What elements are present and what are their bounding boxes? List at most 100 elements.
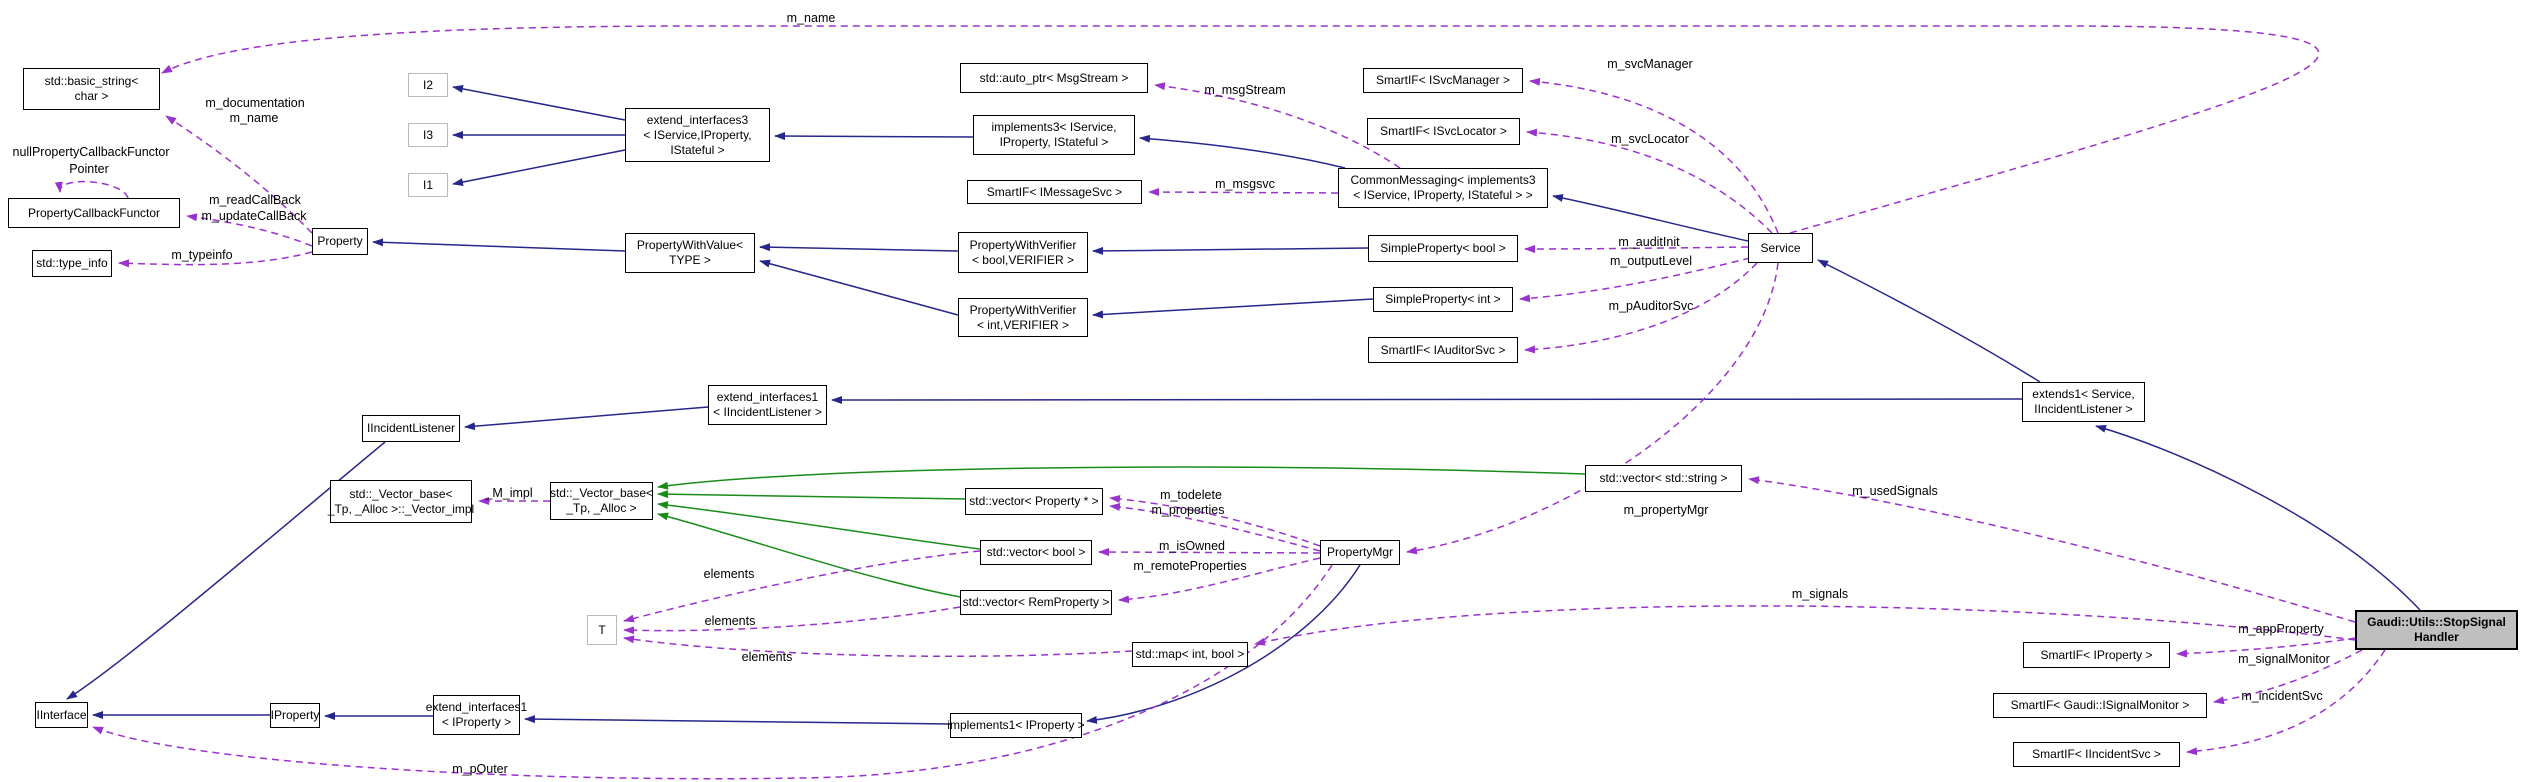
node-property-mgr[interactable]: PropertyMgr — [1320, 540, 1400, 565]
node-std-vector-bool[interactable]: std::vector< bool > — [980, 540, 1092, 565]
edge-label-m-msgstream: m_msgStream — [1204, 83, 1286, 97]
edge-label-m-name-top: m_name — [786, 11, 836, 25]
node-std-map-int-bool[interactable]: std::map< int, bool > — [1132, 642, 1248, 667]
edge-spi-to-pwvi — [1092, 298, 1374, 319]
node-std-vector-base[interactable]: std::_Vector_base<_Tp, _Alloc > — [550, 482, 653, 520]
node-label: std::vector< RemProperty > — [962, 595, 1110, 609]
node-smartif-iproperty[interactable]: SmartIF< IProperty > — [2023, 642, 2170, 668]
node-label: std::_Vector_base< — [349, 486, 453, 501]
node-label: < IIncidentListener > — [713, 405, 822, 419]
node-label: _Tp, _Alloc > — [566, 501, 637, 515]
edge-label-m-propertymgr: m_propertyMgr — [1623, 503, 1709, 517]
node-common-messaging[interactable]: CommonMessaging< implements3< IService, … — [1338, 168, 1548, 208]
node-smartif-iauditorsvc[interactable]: SmartIF< IAuditorSvc > — [1368, 337, 1518, 363]
node-label: TYPE > — [669, 253, 711, 267]
edge-property-to-string — [165, 115, 313, 234]
node-std-vector-remproperty[interactable]: std::vector< RemProperty > — [960, 590, 1112, 615]
edge-service-to-spbool — [1524, 244, 1749, 253]
node-std-type-info[interactable]: std::type_info — [32, 250, 112, 277]
node-label: SmartIF< IMessageSvc > — [986, 184, 1123, 199]
node-std-auto-ptr-msgstream[interactable]: std::auto_ptr< MsgStream > — [960, 63, 1148, 93]
node-simple-property-bool[interactable]: SimpleProperty< bool > — [1368, 235, 1518, 262]
edge-label-m-auditinit: m_auditInit — [1618, 235, 1680, 249]
edge-pmgr-to-iinterface-pouter — [92, 564, 1333, 780]
node-label: std::_Vector_base< — [549, 486, 654, 500]
node-label: extend_interfaces1 — [425, 700, 528, 714]
edge-label-pointer: Pointer — [69, 162, 109, 176]
edge-label-m-usedsignals: m_usedSignals — [1852, 484, 1938, 498]
edge-label-m-properties: m_properties — [1151, 503, 1225, 517]
node-label: I1 — [422, 177, 433, 192]
node-iproperty[interactable]: IProperty — [270, 703, 320, 728]
node-std-basic-string[interactable]: std::basic_string<char > — [23, 68, 160, 110]
edge-ssh-to-smartif-iproperty — [2176, 637, 2357, 658]
node-smartif-isvclocator[interactable]: SmartIF< ISvcLocator > — [1367, 118, 1520, 145]
node-property-with-verifier-int[interactable]: PropertyWithVerifier< int,VERIFIER > — [958, 298, 1088, 337]
node-i3[interactable]: I3 — [408, 123, 448, 147]
node-label: std::vector< bool > — [986, 545, 1086, 559]
edge-label-m-typeinfo: m_typeinfo — [171, 248, 233, 262]
node-label: < IProperty > — [441, 715, 512, 729]
edge-label-nullpropertycallbackfunctor: nullPropertyCallbackFunctor — [12, 145, 170, 159]
edge-ssh-to-smartif-isignalmonitor — [2213, 649, 2363, 705]
edge-vprop-to-vbase — [657, 490, 966, 500]
node-label: Service — [1760, 240, 1801, 255]
node-smartif-imessagesvc[interactable]: SmartIF< IMessageSvc > — [967, 180, 1142, 204]
node-i2[interactable]: I2 — [408, 73, 448, 97]
node-smartif-iincidentsvc[interactable]: SmartIF< IIncidentSvc > — [2013, 742, 2180, 767]
node-label: char > — [74, 89, 109, 103]
node-implements1-iproperty[interactable]: implements1< IProperty > — [947, 713, 1085, 738]
edge-ssh-to-exts1 — [2095, 424, 2421, 611]
edge-vbool-to-vbase — [657, 501, 981, 550]
edge-label-m-pauditorsvc: m_pAuditorSvc — [1608, 299, 1694, 313]
node-label: implements3< IService, — [991, 120, 1117, 134]
node-extend-interfaces3[interactable]: extend_interfaces3< IService,IProperty,I… — [625, 108, 770, 162]
node-property[interactable]: Property — [312, 228, 368, 255]
node-extends1-service-iincidentlistener[interactable]: extends1< Service,IIncidentListener > — [2022, 382, 2145, 422]
node-property-with-verifier-bool[interactable]: PropertyWithVerifier< bool,VERIFIER > — [958, 232, 1088, 273]
edge-label-m-name-property: m_name — [229, 111, 279, 125]
edge-label-elements-2: elements — [704, 614, 756, 628]
edge-label-m-updatecallback: m_updateCallBack — [201, 209, 307, 223]
node-service[interactable]: Service — [1748, 233, 1813, 263]
node-label: PropertyWithVerifier — [969, 237, 1077, 252]
edge-label-m-todelete: m_todelete — [1160, 488, 1222, 502]
node-i1[interactable]: I1 — [408, 173, 448, 197]
node-property-callback-functor[interactable]: PropertyCallbackFunctor — [8, 198, 180, 228]
edge-property-to-typeinfo — [118, 251, 313, 268]
edge-label-m-documentation: m_documentation — [205, 96, 305, 110]
edge-exts1-to-service — [1817, 259, 2041, 383]
node-label: IProperty — [270, 708, 320, 722]
edge-label-elements-3: elements — [741, 650, 793, 664]
edge-vrem-to-vbase — [657, 512, 961, 598]
node-property-with-value[interactable]: PropertyWithValue<TYPE > — [625, 233, 755, 273]
node-std-vector-std-string[interactable]: std::vector< std::string > — [1585, 465, 1742, 492]
edge-vstr-to-vbase — [657, 466, 1586, 490]
edge-service-to-spint — [1519, 257, 1751, 303]
edge-label-m-signals: m_signals — [1791, 587, 1849, 601]
node-iincidentlistener[interactable]: IIncidentListener — [362, 415, 460, 442]
node-label: _Tp, _Alloc >::_Vector_impl — [327, 501, 475, 516]
node-label: SmartIF< IProperty > — [2040, 647, 2153, 662]
edge-exts1-to-ei1il — [831, 395, 2023, 404]
node-iinterface[interactable]: IInterface — [35, 702, 88, 728]
node-label: SmartIF< ISvcLocator > — [1380, 124, 1507, 138]
node-std-vector-base-vector-impl[interactable]: std::_Vector_base<_Tp, _Alloc >::_Vector… — [327, 480, 475, 523]
edge-ext3-to-i1 — [452, 149, 626, 186]
node-simple-property-int[interactable]: SimpleProperty< int > — [1373, 287, 1513, 312]
node-smartif-isvcmanager[interactable]: SmartIF< ISvcManager > — [1363, 68, 1523, 93]
node-smartif-gaudi-isignalmonitor[interactable]: SmartIF< Gaudi::ISignalMonitor > — [1993, 693, 2207, 718]
edge-label-elements-1: elements — [703, 567, 755, 581]
edge-ssh-to-smartif-iincidentsvc — [2186, 649, 2386, 756]
node-std-vector-property-ptr[interactable]: std::vector< Property * > — [965, 488, 1103, 515]
node-implements3[interactable]: implements3< IService,IProperty, IStatef… — [973, 115, 1135, 155]
node-label: Gaudi::Utils::StopSignal — [2367, 615, 2506, 629]
node-extend-interfaces1-iincidentlistener[interactable]: extend_interfaces1< IIncidentListener > — [708, 385, 827, 425]
edge-label-m-incidentsvc: m_incidentSvc — [2241, 689, 2323, 703]
node-t[interactable]: T — [587, 615, 617, 645]
node-label: Handler — [2414, 630, 2459, 644]
edge-label-m-readcallback: m_readCallBack — [209, 193, 301, 207]
node-label: IInterface — [36, 707, 87, 722]
node-extend-interfaces1-iproperty[interactable]: extend_interfaces1< IProperty > — [426, 695, 527, 735]
